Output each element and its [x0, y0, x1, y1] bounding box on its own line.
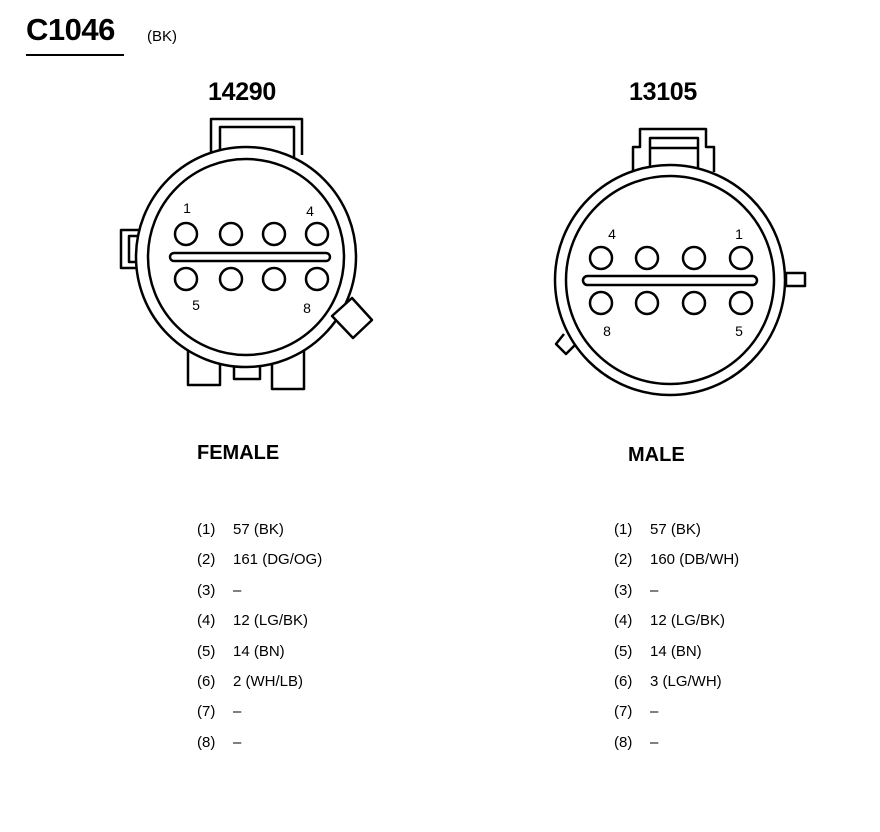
- pin-number: (6): [197, 672, 216, 690]
- male-pin-2: [681, 245, 707, 271]
- female-pin-2: [218, 221, 244, 247]
- pin-number: (7): [197, 703, 216, 721]
- pin-row: (6) 3 (LG/WH): [614, 667, 739, 697]
- female-pin-list: (1)57 (BK) (2)161 (DG/OG) (3)– (4)12 (LG…: [197, 515, 322, 758]
- pin-number: (3): [614, 581, 633, 599]
- wire-spec: 14 (BN): [650, 642, 702, 660]
- pin-number: (4): [197, 612, 216, 630]
- pin-number: (3): [197, 581, 216, 599]
- male-pin-8: [588, 290, 614, 316]
- wire-spec: –: [233, 703, 242, 721]
- female-pin-7: [261, 266, 287, 292]
- pin-number: (8): [197, 733, 216, 751]
- male-pin-label-5: 5: [735, 323, 743, 339]
- male-pin-3: [634, 245, 660, 271]
- pin-row: (4) 12 (LG/BK): [197, 606, 322, 636]
- pin-number: (1): [614, 521, 633, 538]
- female-inner-ring: [146, 157, 346, 357]
- female-connector-face: [119, 117, 374, 391]
- male-pin-5: [728, 290, 754, 316]
- pin-row: (1) 57 (BK): [614, 515, 739, 545]
- male-pin-label-4: 4: [608, 226, 616, 242]
- pin-row: (1) 57 (BK): [197, 515, 322, 545]
- pin-number: (4): [614, 612, 633, 630]
- wire-spec: 14 (BN): [233, 642, 285, 660]
- pin-row: (2) 161 (DG/OG): [197, 545, 322, 575]
- male-part-number: 13105: [629, 78, 698, 106]
- male-inner-ring: [564, 174, 776, 386]
- pin-row: (8)–: [197, 728, 322, 758]
- pin-row: (5) 14 (BN): [197, 637, 322, 667]
- wire-spec: 12 (LG/BK): [233, 612, 309, 630]
- male-key-bar: [581, 274, 759, 287]
- pin-row: (8)–: [614, 728, 739, 758]
- female-pin-3: [261, 221, 287, 247]
- male-label: MALE: [628, 444, 685, 466]
- female-part-number: 14290: [208, 78, 277, 106]
- pin-row: (6) 2 (WH/LB): [197, 667, 322, 697]
- pin-row: (3)–: [197, 576, 322, 606]
- pin-number: (6): [614, 672, 633, 690]
- pin-number: (2): [614, 551, 633, 569]
- pin-number: (7): [614, 703, 633, 721]
- title-underline: [26, 54, 124, 56]
- female-pin-1: [173, 221, 199, 247]
- male-top-latch: [631, 127, 716, 172]
- wire-spec: 161 (DG/OG): [233, 551, 323, 569]
- pin-row: (4) 12 (LG/BK): [614, 606, 739, 636]
- male-pin-list: (1)57 (BK) (2)160 (DB/WH) (3)– (4)12 (LG…: [614, 515, 739, 758]
- female-pin-8: [304, 266, 330, 292]
- pin-row: (5) 14 (BN): [614, 637, 739, 667]
- connector-id: C1046: [26, 12, 115, 47]
- female-pin-5: [173, 266, 199, 292]
- female-bottom-foot-right: [270, 348, 306, 391]
- female-pin-4: [304, 221, 330, 247]
- male-pin-7: [634, 290, 660, 316]
- pin-row: (7)–: [614, 697, 739, 727]
- pin-number: (8): [614, 733, 633, 751]
- pin-row: (7)–: [197, 697, 322, 727]
- female-pin-label-1: 1: [183, 200, 191, 216]
- female-label: FEMALE: [197, 442, 280, 464]
- pin-number: (5): [197, 642, 216, 660]
- wire-spec: –: [650, 581, 659, 599]
- pin-number: (2): [197, 551, 216, 569]
- female-pin-6: [218, 266, 244, 292]
- female-bottom-foot-left: [186, 348, 222, 387]
- wire-spec: 12 (LG/BK): [650, 612, 726, 630]
- male-left-peg: [554, 333, 577, 356]
- male-pin-1: [728, 245, 754, 271]
- wire-spec: 2 (WH/LB): [233, 672, 304, 690]
- female-pin-label-8: 8: [303, 300, 311, 316]
- wire-spec: –: [233, 581, 242, 599]
- male-pin-label-1: 1: [735, 226, 743, 242]
- wire-spec: –: [650, 733, 659, 751]
- wire-spec: 57 (BK): [650, 521, 701, 538]
- wire-spec: –: [650, 703, 659, 721]
- male-pin-4: [588, 245, 614, 271]
- female-pin-label-4: 4: [306, 203, 314, 219]
- female-side-latch: [330, 296, 374, 340]
- female-outer-shell: [134, 145, 358, 369]
- female-key-bar: [168, 251, 332, 263]
- pin-row: (3)–: [614, 576, 739, 606]
- male-pin-label-8: 8: [603, 323, 611, 339]
- male-connector-face: [553, 127, 807, 397]
- wire-spec: 160 (DB/WH): [650, 551, 740, 569]
- wire-spec: 57 (BK): [233, 521, 284, 538]
- pin-row: (2) 160 (DB/WH): [614, 545, 739, 575]
- wire-spec: –: [233, 733, 242, 751]
- wire-spec: 3 (LG/WH): [650, 672, 722, 690]
- pin-number: (1): [197, 521, 216, 538]
- connector-color-code: (BK): [147, 28, 177, 45]
- male-outer-shell: [553, 163, 787, 397]
- female-top-latch: [209, 117, 304, 155]
- female-pin-label-5: 5: [192, 297, 200, 313]
- male-right-peg: [784, 271, 807, 288]
- pin-number: (5): [614, 642, 633, 660]
- male-pin-6: [681, 290, 707, 316]
